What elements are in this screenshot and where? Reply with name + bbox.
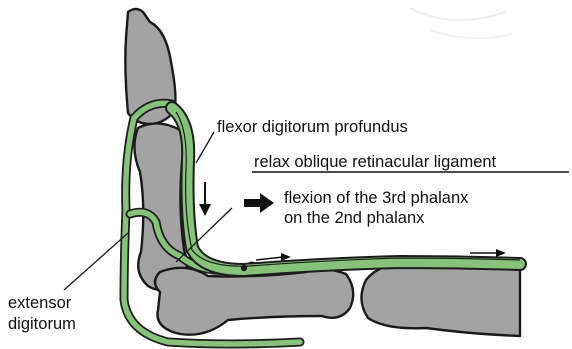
bold-right-arrow-icon [244, 193, 274, 213]
down-arrow-icon [199, 182, 211, 216]
right-arrow-icon [256, 253, 291, 261]
extensor-leader-line [64, 233, 128, 290]
joint-marker [241, 265, 247, 271]
middle-phalanx [134, 123, 186, 289]
extensor-label-line1: extensor [8, 294, 72, 312]
fdp-leader-line [196, 132, 214, 163]
sketch-mark [430, 30, 512, 38]
metacarpal-head [361, 264, 520, 336]
flexion-label-line1: flexion of the 3rd phalanx [284, 189, 469, 207]
proximal-phalanx [155, 268, 353, 335]
fdp-label: flexor digitorum profundus [217, 118, 408, 136]
flexion-label-line2: on the 2nd phalanx [284, 209, 425, 227]
sketch-mark [410, 8, 505, 20]
ligament-label: relax oblique retinacular ligament [254, 153, 497, 171]
extensor-label-line2: digitorum [8, 315, 76, 333]
